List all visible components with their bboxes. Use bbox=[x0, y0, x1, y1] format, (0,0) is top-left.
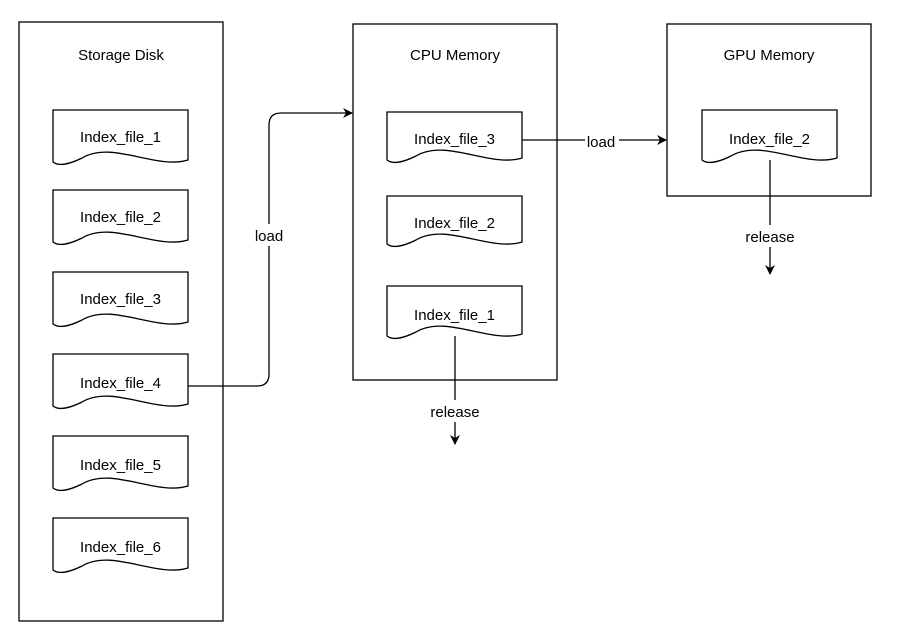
load-label: load bbox=[255, 228, 283, 245]
file-label: Index_file_2 bbox=[80, 209, 161, 226]
file-label: Index_file_3 bbox=[80, 291, 161, 308]
load-edge-cpu-to-gpu: load bbox=[522, 131, 667, 151]
file-label: Index_file_3 bbox=[414, 131, 495, 148]
storage-file-1: Index_file_1 bbox=[52, 109, 189, 165]
gpu-file-1: Index_file_2 bbox=[701, 109, 838, 163]
file-label: Index_file_5 bbox=[80, 457, 161, 474]
gpu-memory-title: GPU Memory bbox=[724, 47, 815, 64]
file-label: Index_file_4 bbox=[80, 375, 161, 392]
cpu-file-3: Index_file_1 bbox=[386, 285, 523, 339]
file-label: Index_file_2 bbox=[414, 215, 495, 232]
load-edge-storage-to-cpu: load bbox=[188, 108, 353, 387]
storage-file-4: Index_file_4 bbox=[52, 353, 189, 409]
release-edge-gpu: release bbox=[741, 160, 799, 275]
cpu-memory-title: CPU Memory bbox=[410, 47, 501, 64]
storage-file-6: Index_file_6 bbox=[52, 517, 189, 573]
cpu-file-1: Index_file_3 bbox=[386, 111, 523, 163]
storage-file-2: Index_file_2 bbox=[52, 189, 189, 245]
storage-file-3: Index_file_3 bbox=[52, 271, 189, 327]
load-label: load bbox=[587, 134, 615, 151]
release-label: release bbox=[430, 404, 479, 421]
storage-disk-title: Storage Disk bbox=[78, 47, 164, 64]
file-label: Index_file_1 bbox=[80, 129, 161, 146]
file-label: Index_file_1 bbox=[414, 307, 495, 324]
cpu-file-2: Index_file_2 bbox=[386, 195, 523, 247]
release-edge-cpu: release bbox=[426, 336, 484, 445]
storage-file-5: Index_file_5 bbox=[52, 435, 189, 491]
file-label: Index_file_2 bbox=[729, 131, 810, 148]
release-label: release bbox=[745, 229, 794, 246]
file-label: Index_file_6 bbox=[80, 539, 161, 556]
